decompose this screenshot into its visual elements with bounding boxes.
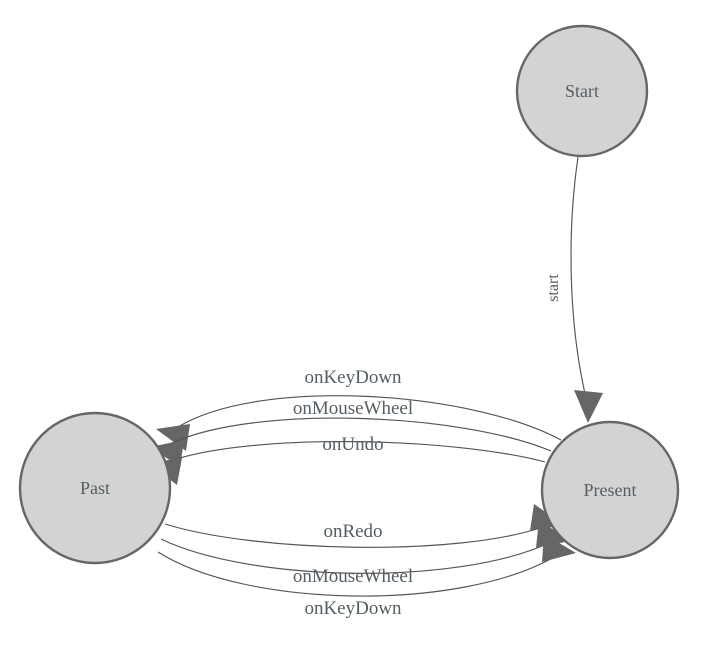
- edge-start-label: start: [545, 274, 562, 302]
- node-present-circle: [540, 420, 680, 560]
- edge-onundo-label: onUndo: [322, 434, 383, 455]
- node-past-label: Past: [80, 478, 110, 498]
- edge-onmousewheel-lower-path: [160, 538, 550, 574]
- node-past[interactable]: Past: [18, 411, 172, 565]
- edge-onmousewheel-upper-label: onMouseWheel: [293, 398, 413, 419]
- edge-start-arrowhead: [574, 390, 603, 423]
- edge-onkeydown-upper-path: [177, 395, 562, 441]
- node-start-circle: [515, 24, 649, 158]
- edge-onundo-path: [169, 440, 546, 463]
- edge-start[interactable]: start: [545, 156, 603, 423]
- node-past-circle: [18, 411, 172, 565]
- node-start-label: Start: [565, 81, 599, 101]
- edge-onundo[interactable]: onUndo: [148, 434, 546, 485]
- edge-onkeydown-lower-path: [157, 551, 557, 597]
- edge-onkeydown-lower[interactable]: onKeyDown: [157, 534, 576, 619]
- edge-onredo-path: [164, 523, 544, 548]
- edge-onkeydown-lower-arrowhead: [542, 534, 576, 562]
- edge-onkeydown-lower-label: onKeyDown: [304, 598, 402, 619]
- edge-onredo-label: onRedo: [323, 521, 382, 542]
- node-present[interactable]: Present: [540, 420, 680, 560]
- edge-onmousewheel-upper-path: [171, 417, 552, 452]
- edge-onkeydown-upper-label: onKeyDown: [304, 367, 402, 388]
- edge-onmousewheel-upper[interactable]: onMouseWheel: [150, 398, 552, 467]
- node-present-label: Present: [584, 480, 637, 500]
- edge-onredo[interactable]: onRedo: [164, 504, 564, 548]
- edge-start-path: [570, 156, 587, 399]
- edge-onmousewheel-lower-label: onMouseWheel: [293, 566, 413, 587]
- node-start[interactable]: Start: [515, 24, 649, 158]
